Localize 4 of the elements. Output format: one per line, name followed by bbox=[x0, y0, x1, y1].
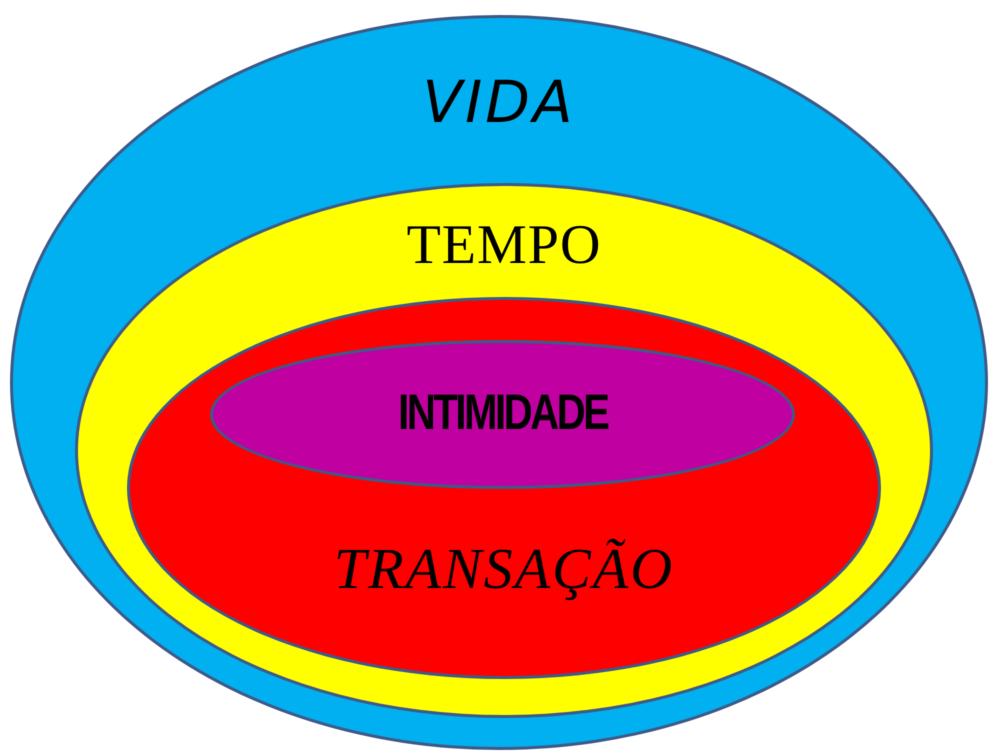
region-label: VIDA bbox=[422, 68, 576, 136]
region-label: TRANSAÇÃO bbox=[334, 534, 674, 602]
region-label: TEMPO bbox=[406, 213, 602, 277]
region-label: INTIMIDADE bbox=[398, 383, 608, 441]
